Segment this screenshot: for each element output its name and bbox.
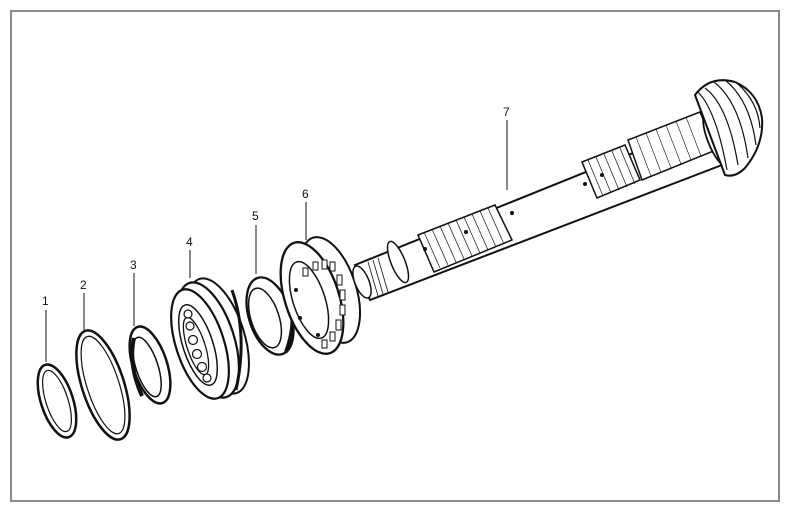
part-1-ring <box>36 363 78 439</box>
part-3-spacer <box>128 325 172 405</box>
callout-2: 2 <box>80 278 87 292</box>
part-5-inner-ring <box>245 276 295 356</box>
callout-6: 6 <box>302 187 309 201</box>
callout-1: 1 <box>42 294 49 308</box>
callout-3: 3 <box>130 258 137 272</box>
callout-5: 5 <box>252 209 259 223</box>
callout-labels: 1 2 3 4 5 6 7 <box>42 105 510 308</box>
leader-lines <box>45 120 508 362</box>
callout-4: 4 <box>186 235 193 249</box>
part-7-pinion-shaft <box>352 79 764 302</box>
part-2-ring <box>75 329 131 441</box>
part-6-roller-bearing <box>279 236 362 355</box>
callout-7: 7 <box>503 105 510 119</box>
part-4-ball-bearing <box>170 277 250 400</box>
